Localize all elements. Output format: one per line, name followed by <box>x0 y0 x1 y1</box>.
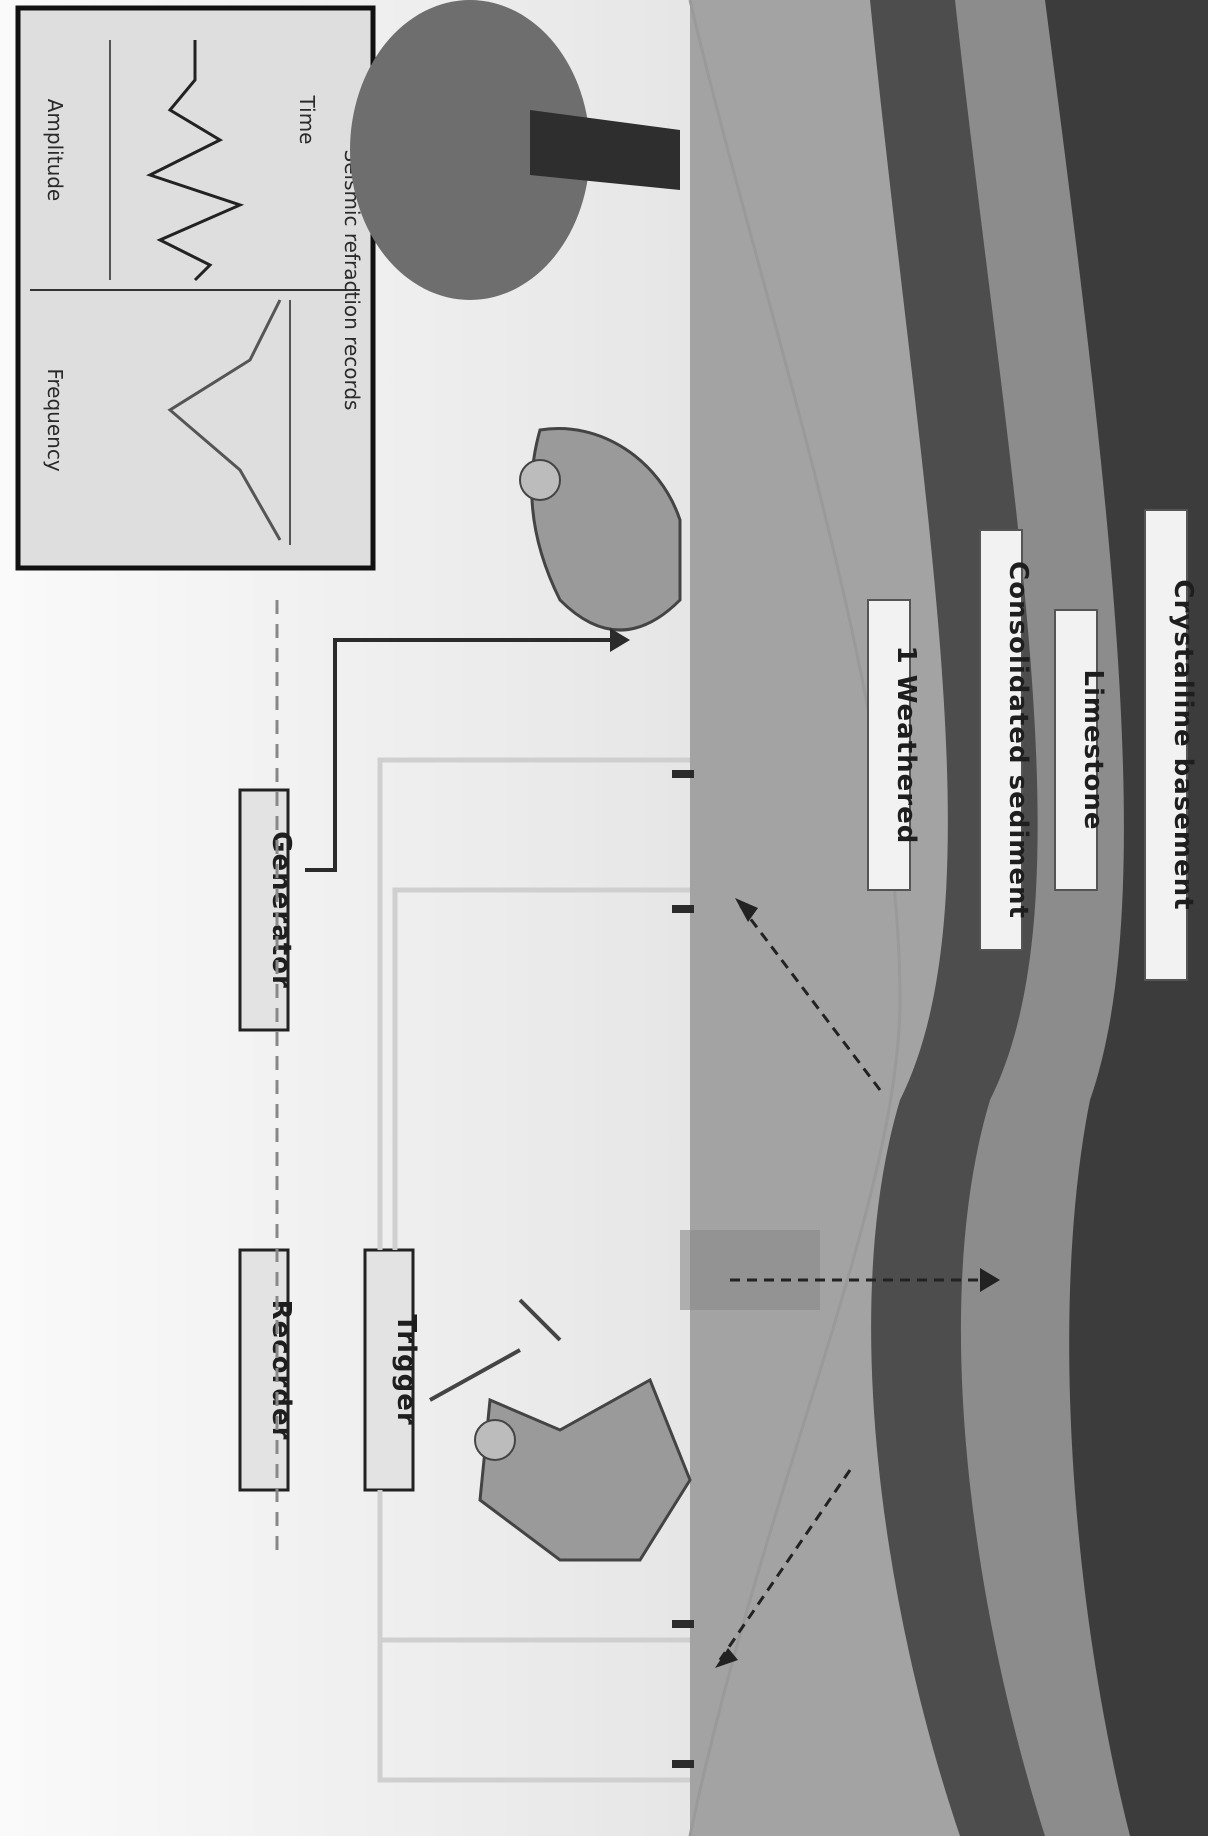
geophone-cables <box>377 757 690 1783</box>
svg-text:Consolidated sediment: Consolidated sediment <box>1003 561 1033 919</box>
spectrum-trace <box>167 299 282 541</box>
seismic-record-inset: Amplitude Time Frequency Seismic refract… <box>15 5 376 571</box>
arrowhead-icon <box>610 628 630 652</box>
impact-zone <box>680 1230 820 1310</box>
svg-text:Crystalline basement: Crystalline basement <box>1168 579 1198 910</box>
svg-text:Time: Time <box>295 95 319 145</box>
svg-text:1 Weathered: 1 Weathered <box>891 646 921 845</box>
weathered-lens <box>688 0 902 1836</box>
ray-paths <box>718 904 990 1661</box>
cable-to-operator <box>305 638 620 872</box>
svg-text:Limestone: Limestone <box>1078 669 1108 830</box>
person-sledgehammer-icon <box>429 1298 692 1562</box>
svg-text:Generator: Generator <box>266 831 296 989</box>
layer-label-weathered: 1 Weathered <box>867 599 921 891</box>
layer-label-limestone: Limestone <box>1054 609 1108 891</box>
waveform-trace <box>146 40 245 282</box>
person-lying-icon <box>519 427 682 632</box>
svg-text:Recorder: Recorder <box>266 1300 296 1441</box>
geophone-icon <box>672 770 694 1768</box>
box-recorder: Recorder <box>238 1248 296 1492</box>
box-trigger: Trigger <box>363 1248 421 1492</box>
layer-label-consolidated-sediment: Consolidated sediment <box>979 529 1033 951</box>
svg-text:Frequency: Frequency <box>43 368 67 471</box>
layer-label-crystalline-basement: Crystalline basement <box>1144 509 1198 981</box>
svg-text:Trigger: Trigger <box>391 1314 421 1425</box>
tree-icon <box>350 0 680 300</box>
ray-arrowheads <box>715 898 1000 1668</box>
layer-crystalline-basement <box>1045 0 1208 1836</box>
svg-text:Amplitude: Amplitude <box>43 99 67 202</box>
box-generator: Generator <box>238 788 296 1032</box>
